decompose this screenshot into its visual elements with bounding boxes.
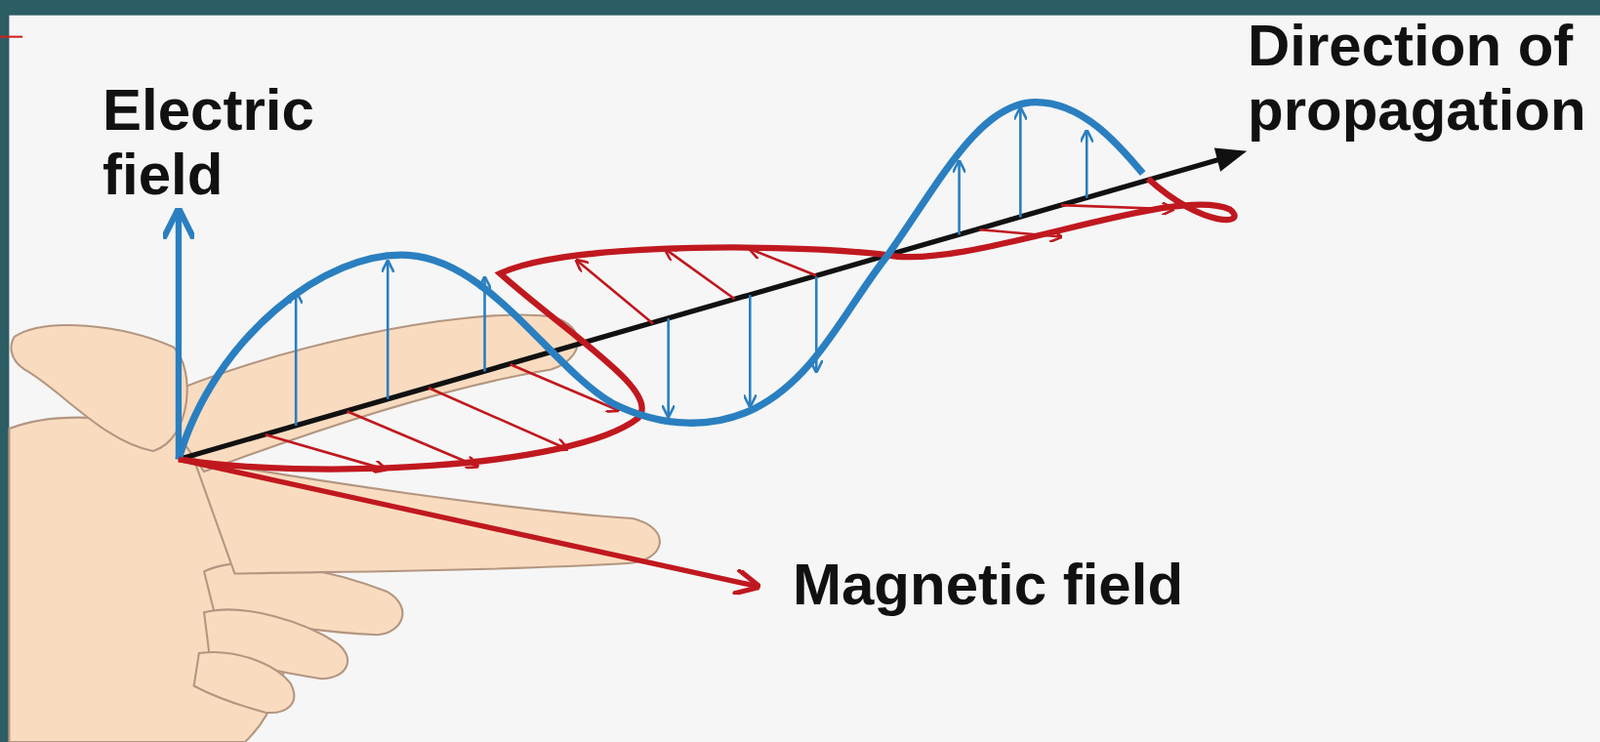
right-hand: [8, 315, 659, 742]
accent-line: [0, 36, 23, 39]
electric-field-vectors: [295, 108, 1087, 426]
electric-field-arrow: [175, 214, 182, 460]
field-label: Electric field: [102, 78, 337, 207]
left-bar: [0, 0, 9, 742]
magnetic-field-arrow: [178, 458, 756, 586]
axis-label: Direction of propagation: [1247, 13, 1592, 143]
propagation-arrowhead: [1214, 148, 1247, 172]
propagation-axis: [178, 159, 1221, 459]
electric-wave: [178, 102, 1144, 460]
field-label: Magnetic field: [792, 552, 1555, 617]
